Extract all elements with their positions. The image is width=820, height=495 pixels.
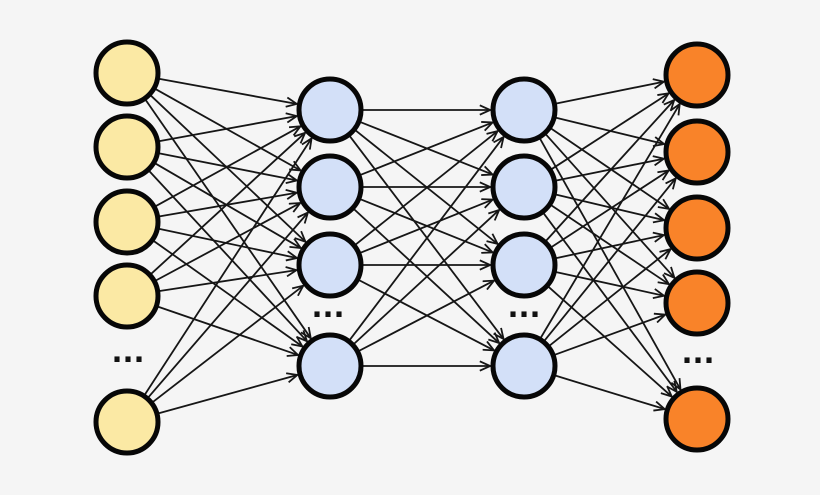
connection-arrow [144,138,311,395]
hidden-layer-2-node [490,153,558,221]
connection-arrow [548,286,672,396]
connection-arrow [556,82,663,105]
connection-arrow [540,104,680,339]
connection-arrow [155,88,301,170]
connection-arrow [158,375,297,415]
connection-arrow [360,123,493,176]
connection-arrow [555,374,665,409]
hidden-layer-1: ... [296,76,364,400]
connection-arrow [152,286,303,403]
hidden-layer-2-node [490,231,558,299]
connection-arrow [544,178,676,341]
connection-arrow [155,126,300,207]
hidden-layer-2-ellipsis-label: ... [507,290,540,324]
input-layer-node [93,39,161,107]
connection-arrow [147,213,308,398]
output-layer-ellipsis-label: ... [681,336,714,370]
output-layer-node [663,41,731,109]
connection-arrow [551,93,669,170]
hidden-layer-1-node [296,332,364,400]
input-layer-node [93,188,161,256]
connection-arrow [550,204,668,284]
output-layer-node [663,269,731,337]
input-layer-node [93,113,161,181]
connection-arrow [556,271,664,296]
input-layer-node [93,262,161,330]
hidden-layer-1-node [296,231,364,299]
connection-arrow [159,78,296,104]
connection-arrow [551,171,669,248]
hidden-layer-1-node [296,76,364,144]
connection-arrow [539,138,680,390]
connection-arrow [150,133,305,275]
output-layer-node [663,385,731,453]
connection-arrow [148,170,306,341]
connection-arrow [355,131,498,246]
input-layer-ellipsis-label: ... [111,335,144,369]
connection-arrow [545,100,674,242]
connection-arrow [353,210,499,345]
connection-arrow [549,249,671,347]
hidden-layer-2: ... [490,76,558,400]
output-layer-node [663,118,731,186]
connection-arrow [358,281,494,352]
input-layer-node [93,388,161,456]
connections [144,78,680,415]
connection-arrow [155,162,301,248]
hidden-layer-2-node [490,332,558,400]
connection-arrow [360,200,493,254]
connection-arrow [145,99,311,338]
connection-arrow [155,203,300,282]
connection-arrow [153,240,302,346]
connection-arrow [543,212,677,391]
hidden-layer-1-node [296,153,364,221]
connection-arrow [157,305,298,355]
connection-arrow [349,137,504,341]
output-layer-node [663,194,731,262]
input-layer: ... [93,39,161,456]
connection-arrow [159,270,297,292]
connection-arrow [159,116,296,142]
connection-arrow [556,235,663,259]
connection-arrow [554,315,665,356]
hidden-layer-2-node [490,76,558,144]
hidden-layer-1-ellipsis-label: ... [311,290,344,324]
output-layer: ... [663,41,731,453]
connection-arrow [150,95,305,242]
